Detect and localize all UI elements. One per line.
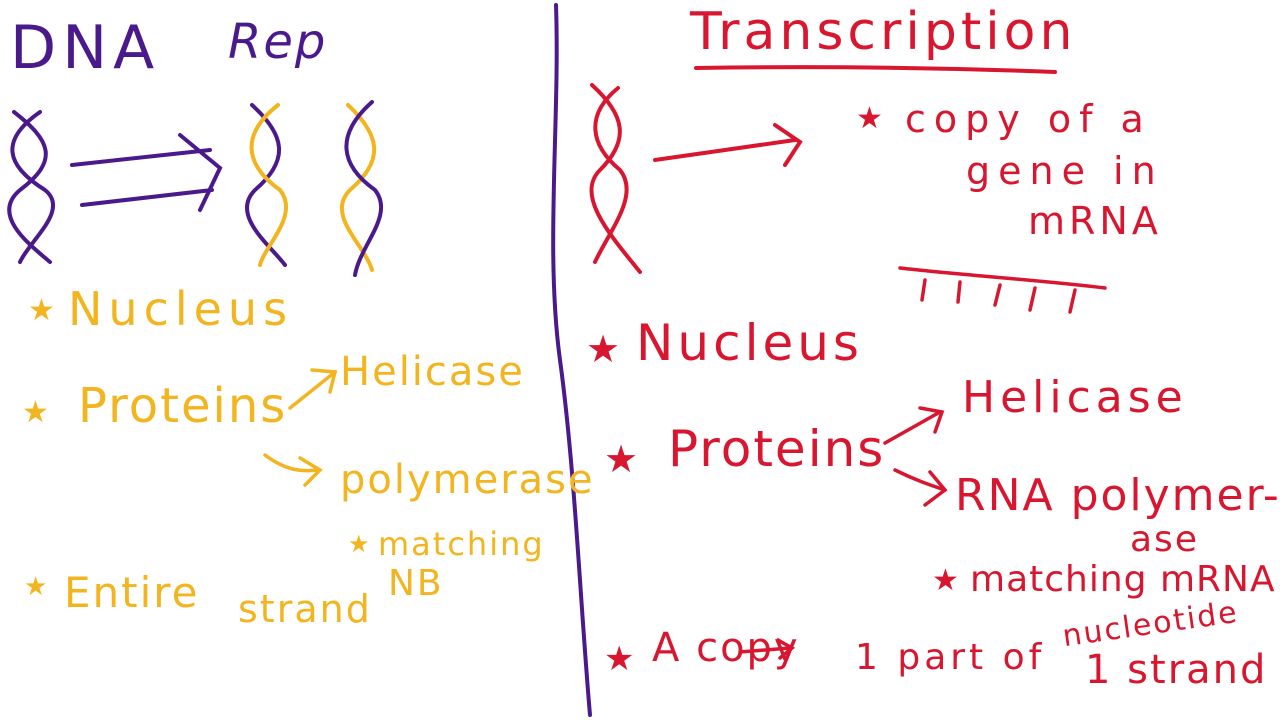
star-icon: ★: [24, 572, 48, 602]
right-copy-part: A copy: [652, 625, 800, 671]
double-arrow-icon: [70, 133, 223, 212]
dna-helix-icon: [340, 100, 383, 277]
star-icon: ★: [28, 293, 55, 328]
arrow-icon: [653, 123, 803, 167]
star-icon: ★: [22, 395, 49, 430]
right-item-nucleus: Nucleus: [636, 314, 863, 372]
star-icon: ★: [348, 530, 370, 558]
right-protein-helicase: Helicase: [962, 372, 1188, 423]
right-copy-line1: copy of a: [905, 97, 1152, 141]
left-matching: matching: [378, 525, 545, 563]
left-item-proteins: Proteins: [78, 378, 288, 434]
divider-line: [551, 3, 592, 717]
left-matching-nb: NB: [388, 563, 444, 604]
left-item-nucleus: Nucleus: [68, 282, 294, 336]
dna-helix-icon: [589, 83, 642, 274]
star-icon: ★: [586, 327, 621, 371]
left-protein-polymerase: polymerase: [340, 457, 595, 503]
star-icon: ★: [856, 101, 883, 136]
left-protein-helicase: Helicase: [340, 349, 525, 395]
right-protein-rna-polymerase: RNA polymer-: [955, 470, 1280, 521]
dna-helix-icon: [245, 103, 289, 267]
star-icon: ★: [932, 563, 959, 598]
right-matching: matching mRNA: [970, 559, 1276, 600]
arrow-icon: [738, 406, 948, 660]
title-rep: Rep: [228, 14, 328, 70]
star-icon: ★: [604, 437, 639, 481]
title-transcription: Transcription: [690, 2, 1077, 62]
right-copy-strand: 1 strand: [1085, 647, 1268, 693]
left-item-entire: Entire: [64, 568, 200, 617]
title-underline: [694, 65, 1057, 74]
right-protein-rna-polymerase-2: ase: [1130, 519, 1199, 560]
star-icon: ★: [604, 639, 635, 679]
dna-helix-icon: [7, 110, 55, 264]
right-copy-part-2: 1 part of: [855, 637, 1046, 678]
mrna-strand: [898, 266, 1107, 314]
title-dna: DNA: [10, 13, 161, 83]
left-item-strand: strand: [238, 587, 372, 631]
right-copy-line3: mRNA: [1028, 199, 1162, 243]
right-item-proteins: Proteins: [668, 420, 886, 478]
right-copy-line2: gene in: [966, 149, 1164, 193]
arrow-icon: [263, 368, 338, 487]
